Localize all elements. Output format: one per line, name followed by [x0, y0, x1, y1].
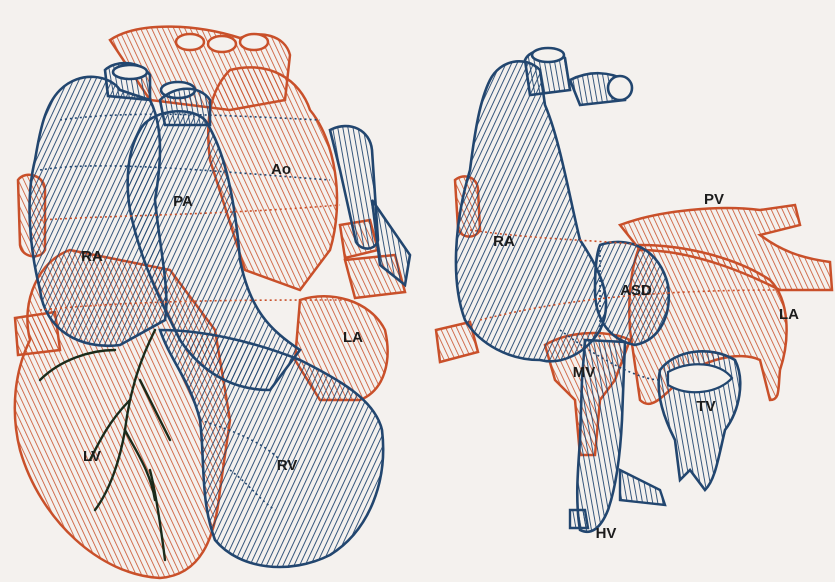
right-atrium-exploded [456, 61, 606, 361]
label-ao: Ao [271, 161, 291, 178]
label-asd: ASD [620, 282, 652, 299]
label-tv: TV [696, 398, 715, 415]
pulmonary-artery-branch [160, 89, 210, 125]
label-ra-exploded: RA [493, 233, 515, 250]
right-exploded-view: RA ASD PV LA MV TV HV [436, 48, 832, 542]
label-pa: PA [173, 193, 193, 210]
label-rv: RV [277, 457, 298, 474]
label-ra: RA [81, 248, 103, 265]
label-pv: PV [704, 191, 724, 208]
label-mv: MV [573, 364, 596, 381]
label-lv: LV [83, 448, 101, 465]
label-hv: HV [596, 525, 617, 542]
label-la-exploded: LA [779, 306, 799, 323]
tricuspid-valve [659, 351, 741, 490]
left-heart-view: Ao PA RA LA LV RV [15, 27, 410, 578]
label-la: LA [343, 329, 363, 346]
